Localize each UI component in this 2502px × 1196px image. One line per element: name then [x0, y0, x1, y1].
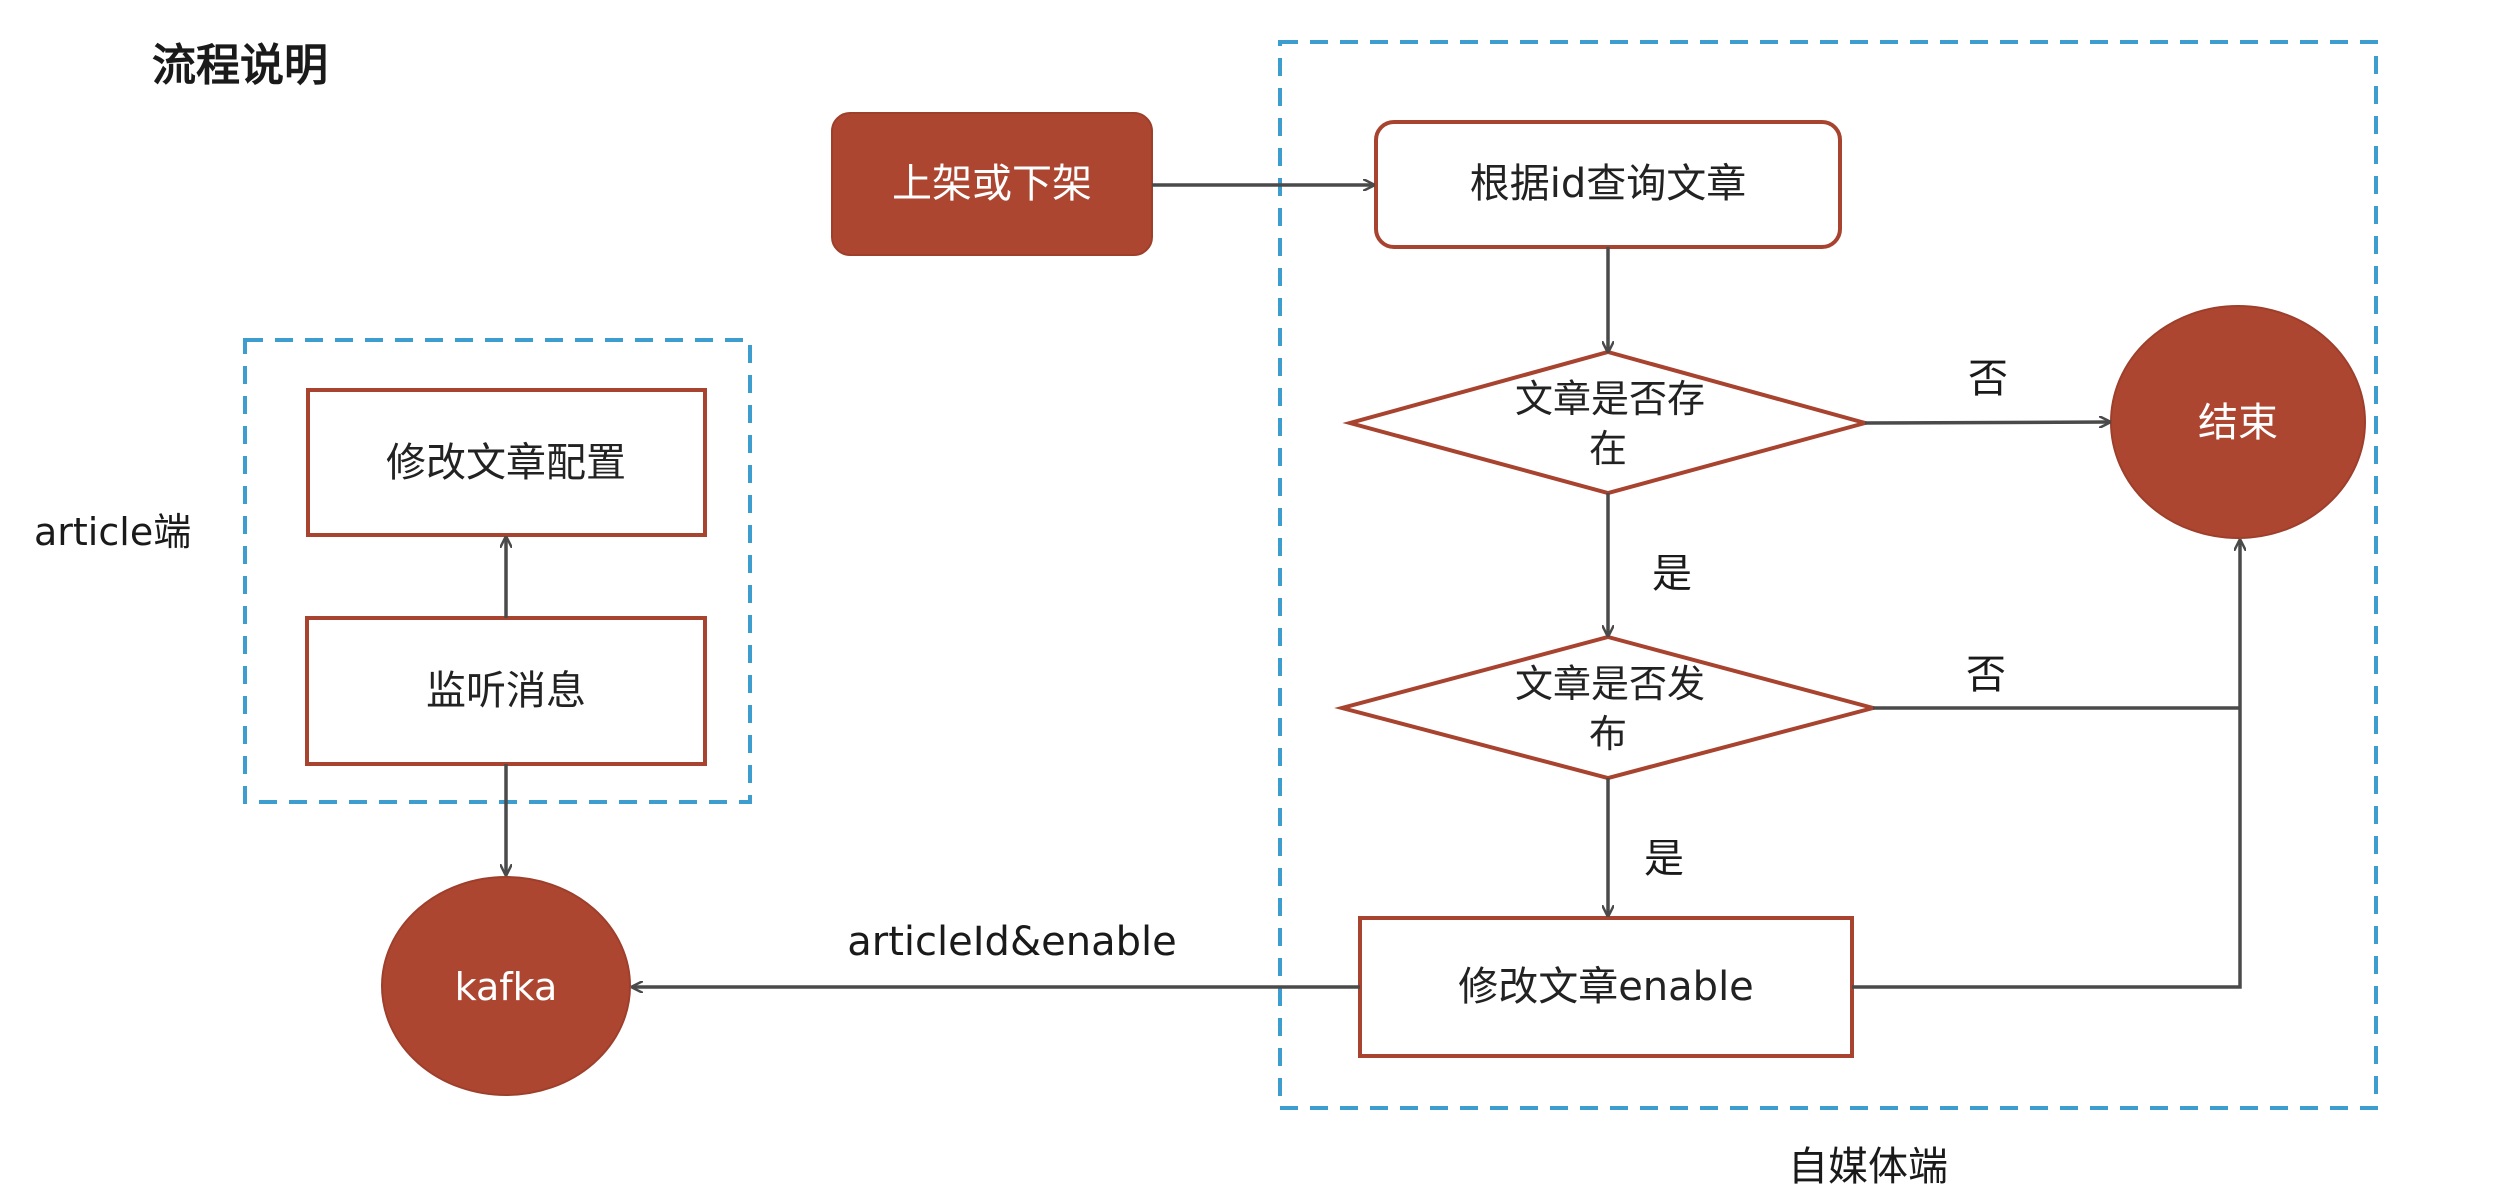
- edge-label-no-2: 否: [1966, 652, 2006, 698]
- modify-config-node: [306, 388, 707, 537]
- modify-config-node-label: 修改文章配置: [386, 440, 626, 486]
- modify-enable-node-label: 修改文章enable: [1458, 964, 1754, 1010]
- edge-label-message: articleId&enable: [847, 919, 1176, 965]
- trigger-node-label: 上架或下架: [892, 161, 1092, 207]
- media-region-label: 自媒体端: [1788, 1144, 1948, 1190]
- page-title: 流程说明: [152, 40, 328, 91]
- edge-label-no-1: 否: [1968, 356, 2008, 402]
- query-node-label: 根据id查询文章: [1470, 161, 1747, 207]
- listen-node-label: 监听消息: [426, 668, 586, 714]
- edge-exists-no-to-end: [1864, 422, 2110, 423]
- edge-modify-to-end: [1852, 540, 2240, 989]
- exists-decision: [1342, 349, 1873, 496]
- exists-decision-label-line1: 文章是否存: [1515, 377, 1705, 421]
- article-region-boundary: [243, 338, 752, 804]
- exists-decision-label-line2: 在: [1589, 427, 1627, 471]
- media-region-boundary: [1278, 40, 2378, 1110]
- kafka-node-label: kafka: [455, 965, 558, 1009]
- published-decision-label-line2: 布: [1589, 712, 1627, 756]
- article-region-label: article端: [34, 510, 191, 554]
- published-decision-label-line1: 文章是否发: [1515, 662, 1705, 706]
- edge-label-yes-2: 是: [1644, 836, 1684, 882]
- listen-node: [305, 616, 707, 766]
- edge-label-yes-1: 是: [1652, 551, 1692, 597]
- end-node-label: 结束: [2198, 400, 2278, 446]
- kafka-node: [381, 876, 631, 1096]
- published-decision: [1334, 634, 1881, 781]
